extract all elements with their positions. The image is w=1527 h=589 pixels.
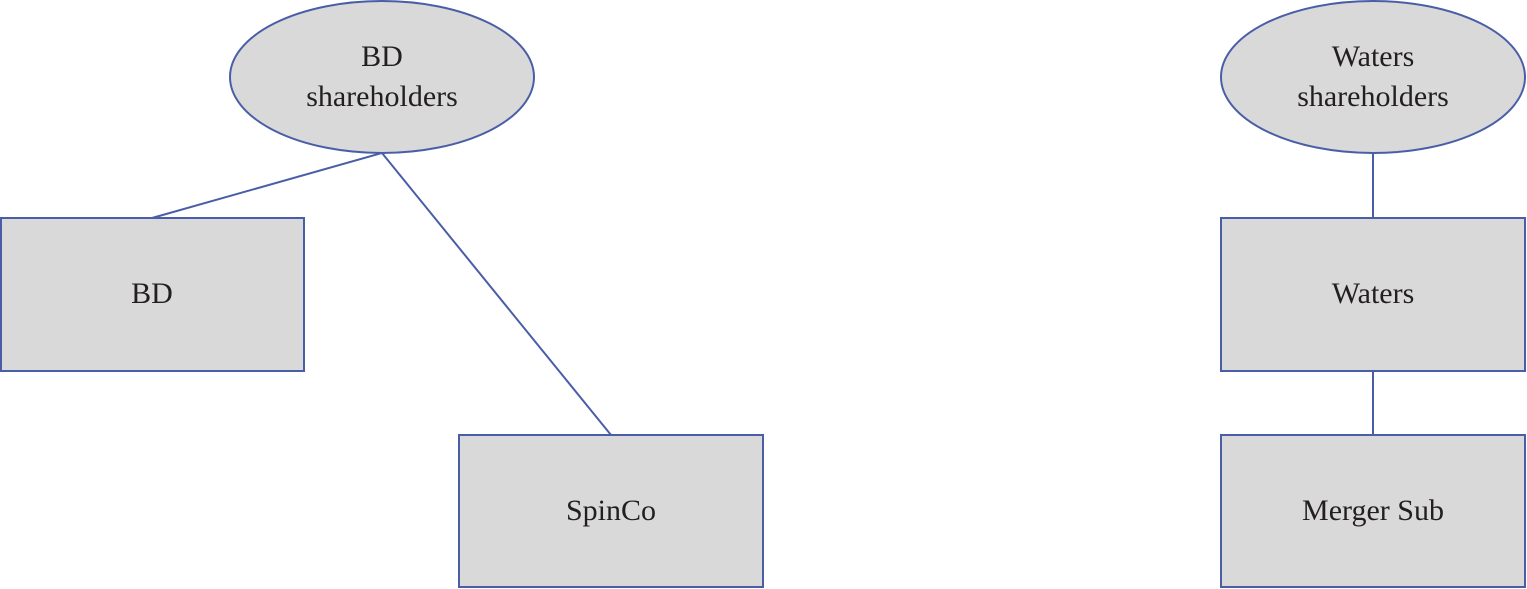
bd-shareholders-label-line-1: BD xyxy=(361,40,403,73)
waters-shareholders-label-line-1: Waters xyxy=(1332,40,1415,73)
waters-label: Waters xyxy=(1332,277,1415,310)
edge-bd-shareholders-to-spinco xyxy=(381,152,612,436)
edge-bd-shareholders-to-bd xyxy=(151,152,383,219)
node-bd: BD xyxy=(0,217,305,372)
bd-shareholders-label-line-2: shareholders xyxy=(306,80,458,113)
waters-shareholders-ellipse xyxy=(1220,0,1526,154)
bd-shareholders-ellipse xyxy=(229,0,535,154)
bd-box xyxy=(0,217,305,372)
spinco-box xyxy=(458,434,764,588)
node-waters-shareholders: Waters shareholders xyxy=(1220,0,1526,154)
spinco-label: SpinCo xyxy=(566,494,656,527)
merger-sub-label: Merger Sub xyxy=(1302,494,1444,527)
waters-box xyxy=(1220,217,1526,372)
node-bd-shareholders: BD shareholders xyxy=(229,0,535,154)
node-waters: Waters xyxy=(1220,217,1526,372)
waters-shareholders-label-line-2: shareholders xyxy=(1297,80,1449,113)
merger-sub-box xyxy=(1220,434,1526,588)
node-merger-sub: Merger Sub xyxy=(1220,434,1526,588)
node-spinco: SpinCo xyxy=(458,434,764,588)
bd-label: BD xyxy=(131,277,173,310)
